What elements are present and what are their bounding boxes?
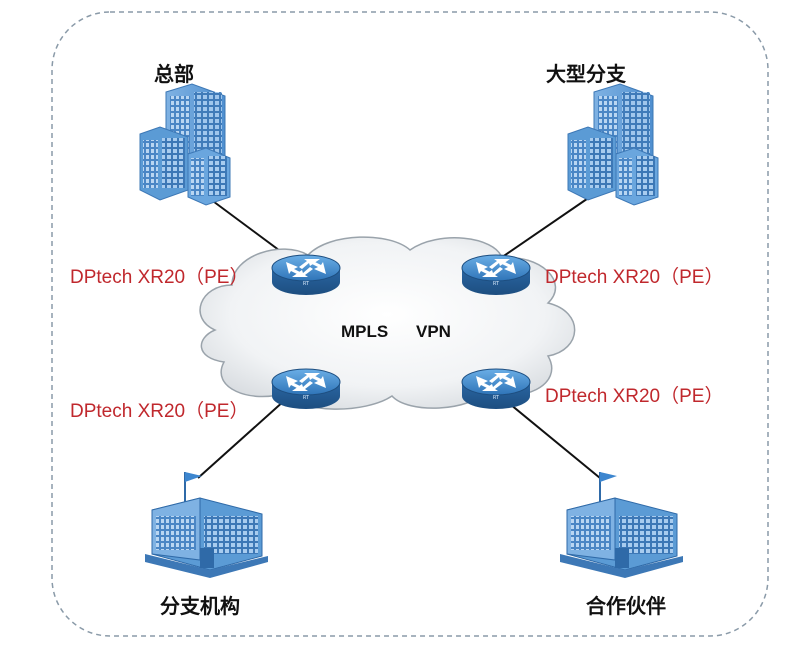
pe-label-top-right: DPtech XR20（PE）	[545, 267, 724, 288]
link-partner	[504, 399, 601, 479]
branch-building-icon	[145, 472, 268, 578]
router-badge: RT	[303, 281, 310, 287]
site-label-large-branch: 大型分支	[546, 62, 626, 86]
site-boundary	[51, 11, 769, 637]
router-top-left-icon: RT	[271, 254, 341, 295]
router-badge: RT	[303, 395, 310, 401]
site-label-partner: 合作伙伴	[586, 594, 666, 618]
partner-building-icon	[560, 472, 683, 578]
link-large-branch	[494, 189, 601, 263]
site-label-hq: 总部	[154, 62, 194, 86]
router-badge: RT	[493, 281, 500, 287]
pe-label-bottom-right: DPtech XR20（PE）	[545, 386, 724, 407]
cloud-label-vpn: VPN	[416, 322, 451, 341]
site-label-branch: 分支机构	[160, 594, 240, 618]
router-badge: RT	[493, 395, 500, 401]
pe-label-bottom-left: DPtech XR20（PE）	[70, 401, 249, 422]
pe-label-top-left: DPtech XR20（PE）	[70, 267, 249, 288]
link-branch	[197, 399, 286, 479]
large-branch-building-icon	[567, 83, 659, 206]
cloud-label-mpls: MPLS	[341, 322, 389, 341]
hq-building-icon	[139, 83, 231, 206]
router-top-right-icon: RT	[461, 254, 531, 295]
router-bottom-left-icon: RT	[271, 368, 341, 409]
router-bottom-right-icon: RT	[461, 368, 531, 409]
